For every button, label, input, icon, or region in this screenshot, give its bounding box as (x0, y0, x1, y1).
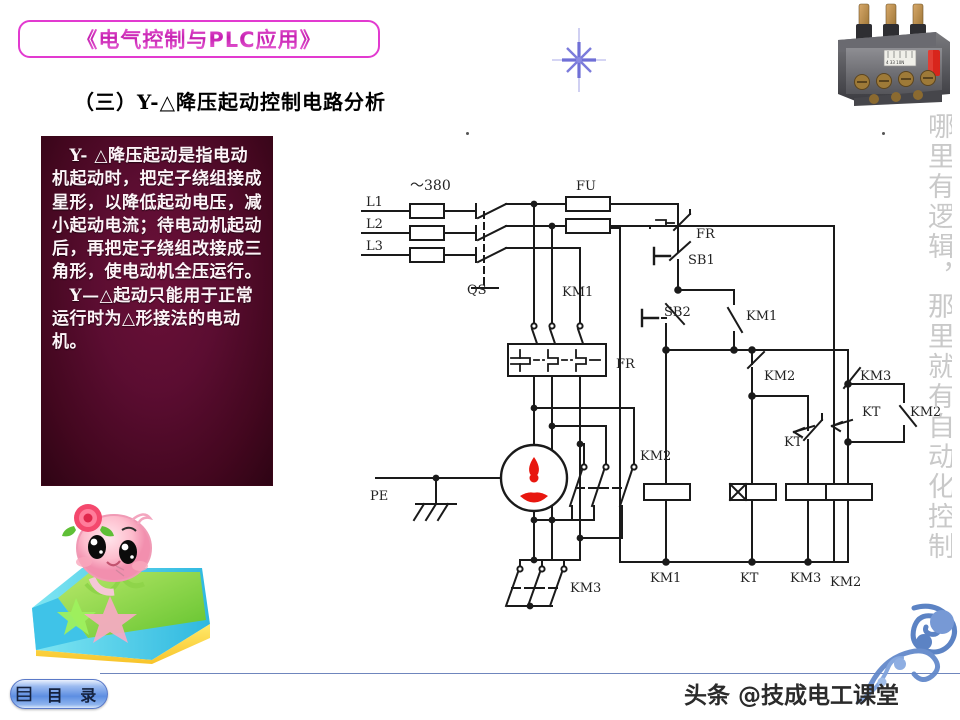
thermal-overload-relay-photo: 4 33 10N (824, 2, 956, 106)
label-coil-km1: KM1 (650, 571, 681, 586)
label-l3: L3 (366, 239, 383, 254)
section-heading: （三）Y-△降压起动控制电路分析 (74, 90, 386, 114)
label-km2-main: KM2 (640, 449, 671, 464)
contents-button-label: 目 录 (46, 686, 103, 705)
label-fr-main: FR (616, 357, 636, 372)
label-km2-aux: KM2 (910, 405, 941, 420)
label-km1-main: KM1 (562, 285, 593, 300)
explanation-box: Y- △降压起动是指电动机起动时，把定子绕组接成星形，以降低起动电压，减小起动电… (41, 136, 273, 486)
svg-text:4 33 10N: 4 33 10N (886, 60, 904, 65)
label-kt-nc: KT (784, 435, 803, 450)
footer-divider-left (100, 673, 660, 674)
label-km3-interlock: KM3 (860, 369, 891, 384)
stray-dot-left (466, 132, 469, 135)
contents-button[interactable]: 目 录 (10, 679, 108, 709)
label-coil-km3: KM3 (790, 571, 821, 586)
blue-floral-corner-ornament (856, 603, 957, 704)
slide-title-box: 《电气控制与PLC应用》 (18, 20, 380, 58)
vertical-watermark-text: 哪里有逻辑，那里就有自动化控制 (923, 112, 952, 562)
explanation-text: Y- △降压起动是指电动机起动时，把定子绕组接成星形，以降低起动电压，减小起动电… (52, 146, 262, 353)
label-km1-seal: KM1 (746, 309, 777, 324)
footer-divider-right (660, 673, 960, 674)
label-supply: ～380 (410, 178, 451, 194)
cartoon-mascot-on-book (32, 504, 210, 664)
label-fu: FU (576, 179, 596, 194)
bottom-watermark-text: 头条 @技成电工课堂 (684, 683, 900, 709)
motor-rotor-icon (520, 457, 548, 503)
label-sb2: SB2 (664, 305, 691, 320)
label-kt-no: KT (862, 405, 881, 420)
slide-title-text: 《电气控制与PLC应用》 (76, 24, 321, 54)
label-sb1: SB1 (688, 253, 715, 268)
label-qs: QS (467, 283, 487, 298)
label-coil-km2: KM2 (830, 575, 861, 590)
label-coil-kt: KT (740, 571, 759, 586)
label-pe: PE (370, 489, 388, 504)
label-km2-interlock: KM2 (764, 369, 795, 384)
label-fr-ctrl: FR (696, 227, 716, 242)
stray-dot-right (882, 132, 885, 135)
sparkle-star-icon (552, 28, 606, 92)
circuit-diagram: L1 L2 L3 ～380 QS FU KM1 FR PE KM2 KM3 FR… (361, 178, 941, 610)
circuit-labels: L1 L2 L3 ～380 QS FU KM1 FR PE KM2 KM3 FR… (366, 178, 941, 596)
label-km3-main: KM3 (570, 581, 601, 596)
label-l2: L2 (366, 217, 383, 232)
list-icon (16, 686, 32, 702)
label-l1: L1 (366, 195, 383, 210)
